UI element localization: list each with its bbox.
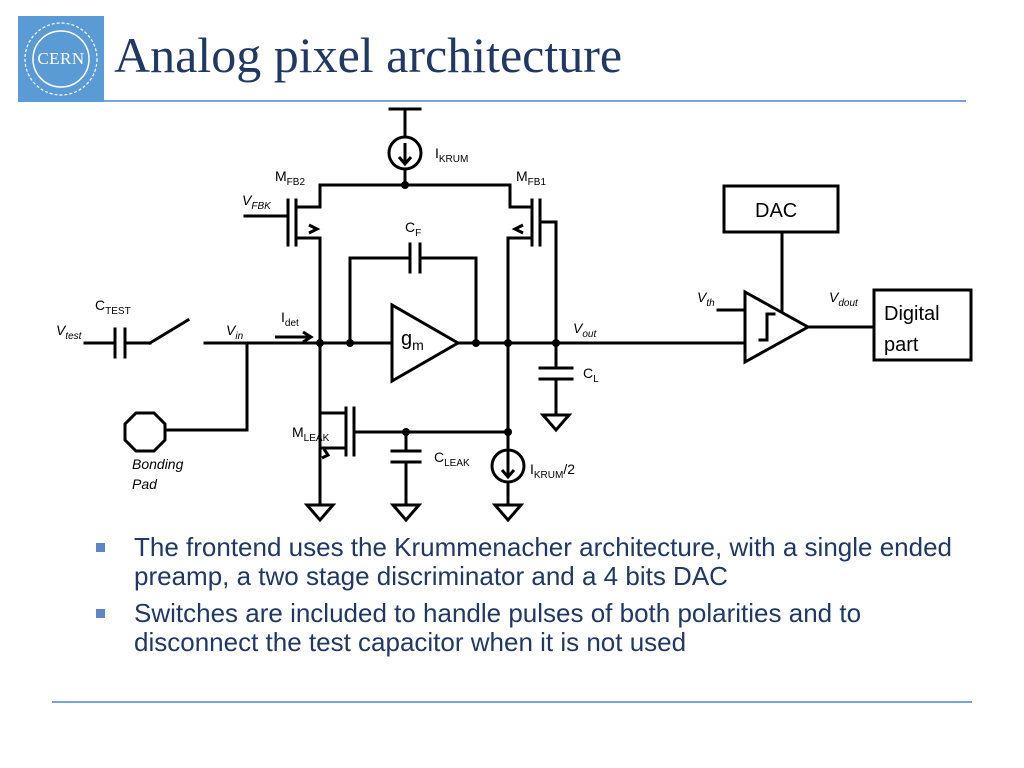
label-idet: Idet	[281, 309, 299, 329]
label-cleak: CLEAK	[434, 449, 470, 469]
bullet-text: Switches are included to handle pulses o…	[134, 598, 862, 657]
bullet-square-icon	[96, 543, 105, 552]
label-bonding: Bonding	[132, 456, 184, 472]
label-vfbk: VFBK	[242, 192, 272, 212]
bullet-list: The frontend uses the Krummenacher archi…	[96, 533, 976, 665]
label-dac: DAC	[755, 200, 797, 222]
label-gm: gm	[401, 328, 424, 353]
bullet-item: Switches are included to handle pulses o…	[96, 599, 976, 657]
label-mfb1: MFB1	[516, 168, 546, 188]
label-ctest: CTEST	[95, 297, 131, 317]
label-part: part	[884, 334, 919, 356]
label-mfb2: MFB2	[275, 168, 305, 188]
label-pad: Pad	[132, 476, 158, 492]
label-ikrum: IKRUM	[435, 145, 468, 165]
bottom-divider	[52, 701, 972, 703]
slide-title: Analog pixel architecture	[114, 27, 623, 83]
label-cl: CL	[583, 365, 599, 385]
label-digital: Digital	[884, 303, 940, 325]
bullet-item: The frontend uses the Krummenacher archi…	[96, 533, 976, 591]
label-vth: Vth	[697, 289, 715, 309]
bullet-square-icon	[96, 609, 105, 618]
label-vdout: Vdout	[829, 289, 859, 309]
bullet-text: The frontend uses the Krummenacher archi…	[134, 532, 953, 591]
label-mleak: MLEAK	[292, 424, 330, 444]
label-vtest: Vtest	[56, 322, 83, 342]
cern-logo: CERN	[18, 16, 104, 102]
title-divider	[104, 100, 966, 102]
logo-text: CERN	[37, 49, 85, 68]
label-ikrum-half: IKRUM/2	[530, 461, 575, 481]
label-vout: Vout	[573, 320, 597, 340]
label-vin: Vin	[226, 322, 244, 342]
label-cf: CF	[405, 219, 421, 239]
